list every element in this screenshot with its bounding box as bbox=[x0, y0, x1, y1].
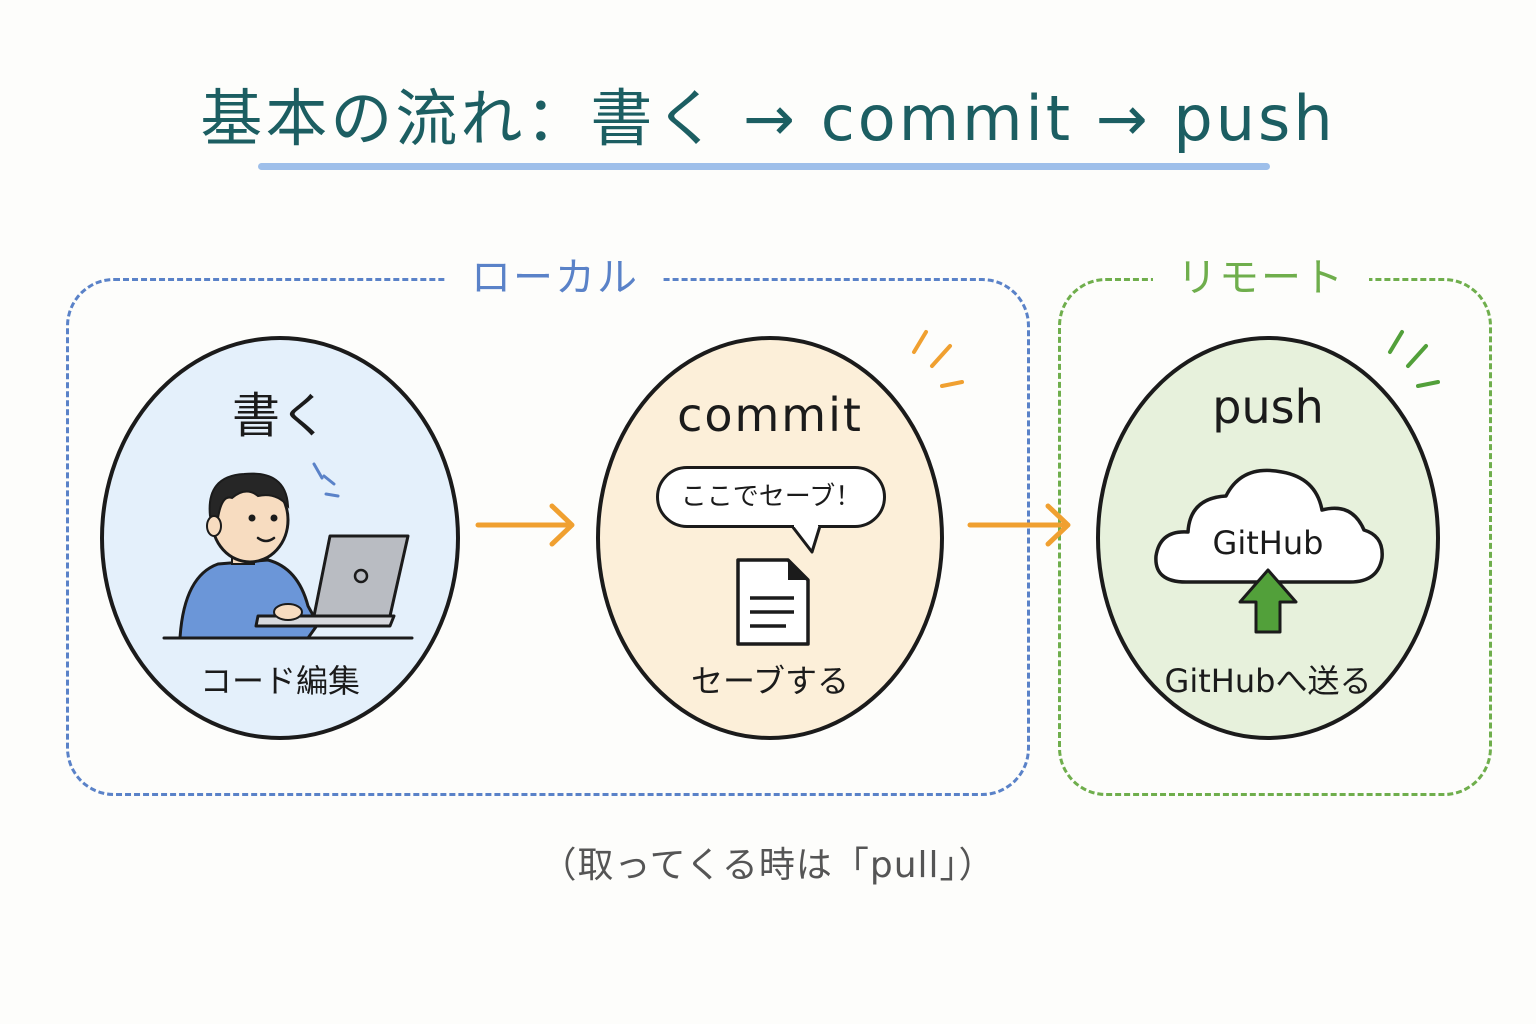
step-push-caption: GitHubへ送る bbox=[1164, 662, 1372, 700]
remote-group-label: リモート bbox=[1153, 245, 1369, 303]
commit-sparkle-icon bbox=[912, 330, 964, 388]
remote-group: リモート bbox=[1058, 245, 1492, 796]
speech-bubble-tail bbox=[790, 524, 822, 554]
speech-bubble: ここでセーブ！ bbox=[656, 466, 886, 528]
step-commit: commit ここでセーブ！ セーブする bbox=[596, 336, 944, 740]
step-write-title: 書く bbox=[231, 388, 328, 444]
title-underline bbox=[258, 163, 1270, 170]
step-push-title: push bbox=[1212, 380, 1324, 434]
step-push: push GitHub GitHubへ送る bbox=[1096, 336, 1440, 740]
pull-footnote: （取ってくる時は「pull」） bbox=[540, 845, 996, 886]
local-group: ローカル bbox=[66, 245, 1030, 796]
arrow-commit-to-push bbox=[967, 503, 1071, 547]
step-commit-caption: セーブする bbox=[690, 662, 850, 700]
person-with-laptop-icon bbox=[162, 462, 414, 640]
cloud-upload-icon: GitHub bbox=[1154, 468, 1384, 634]
cloud-label: GitHub bbox=[1213, 524, 1324, 562]
local-group-label: ローカル bbox=[447, 245, 663, 303]
step-commit-title: commit bbox=[677, 388, 863, 442]
step-write: 書く コード編集 bbox=[100, 336, 460, 740]
push-sparkle-icon bbox=[1388, 330, 1440, 388]
step-write-caption: コード編集 bbox=[199, 662, 360, 700]
page-title: 基本の流れ：書く → commit → push bbox=[200, 82, 1336, 155]
arrow-write-to-commit bbox=[475, 503, 575, 547]
document-icon bbox=[736, 558, 810, 646]
